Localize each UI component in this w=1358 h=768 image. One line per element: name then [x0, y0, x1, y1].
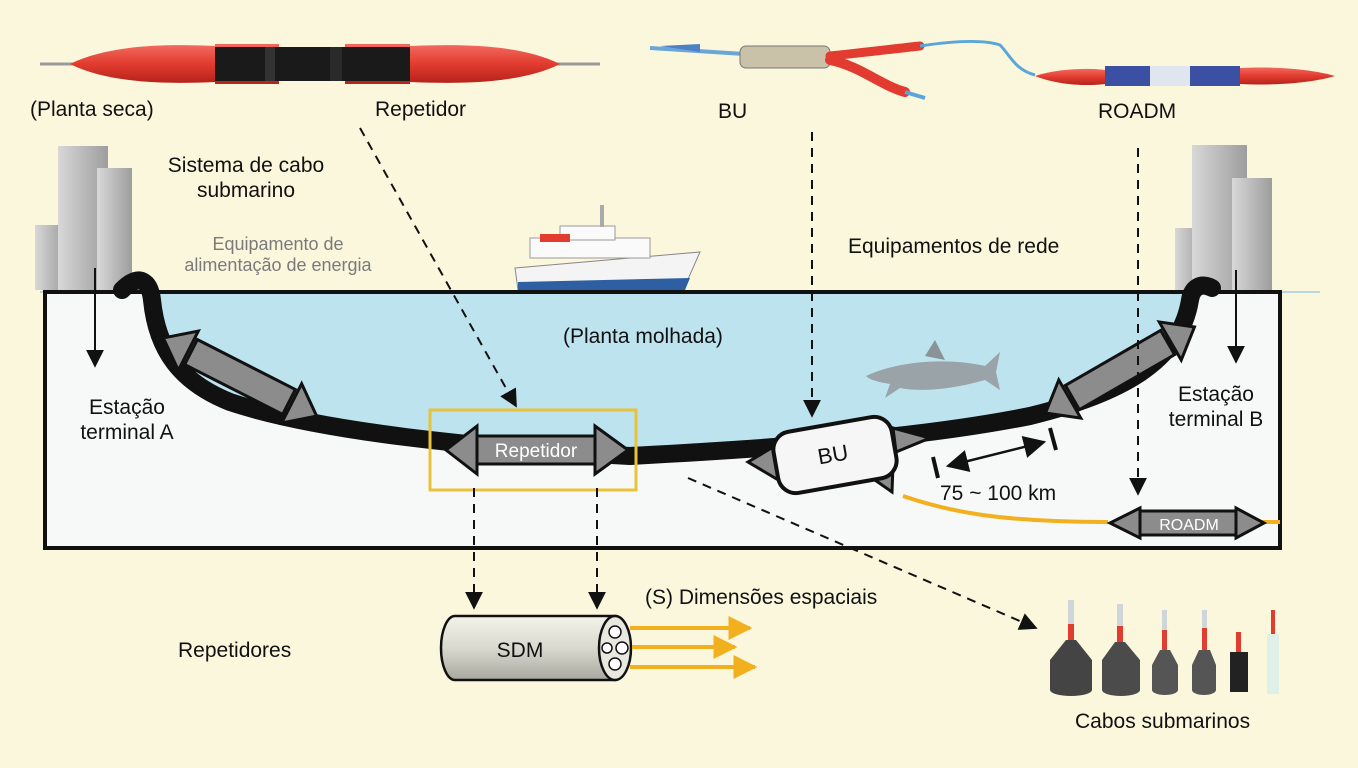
repeater-top-label: Repetidor: [375, 98, 467, 121]
branch-fiber: [902, 494, 1109, 524]
spatial-dimensions-label: (S) Dimensões espaciais: [645, 586, 878, 609]
repeater-in-cable: [443, 422, 631, 478]
shark-image: [866, 340, 1000, 398]
sdm-label: SDM: [497, 639, 544, 662]
repeater-in-cable-label: Repetidor: [495, 441, 578, 462]
station-a-label: Estação terminal A: [56, 396, 198, 446]
system-label-line1: Sistema de cabo: [167, 154, 325, 177]
amplifier-left: [161, 328, 319, 426]
power-equipment-label: Equipamento de alimentação de energia: [166, 234, 390, 276]
cables-label: Cabos submarinos: [1075, 710, 1251, 733]
system-label: Sistema de cabo submarino: [146, 154, 346, 204]
dry-plant-repeater-image: [40, 44, 600, 84]
sdm-cylinder: [439, 614, 633, 682]
distance-indicator: [931, 427, 1058, 479]
roadm-box-label: ROADM: [1159, 517, 1219, 534]
spatial-dimension-arrows: [630, 616, 758, 679]
power-label-line1: Equipamento de: [212, 234, 344, 254]
network-equipment-label: Equipamentos de rede: [848, 235, 1060, 258]
dry-plant-label: (Planta seca): [30, 98, 154, 121]
seabed-frame: [43, 290, 1282, 550]
roadm-image: [1035, 66, 1335, 86]
wet-plant-label: (Planta molhada): [563, 325, 723, 348]
station-a-line1: Estação: [89, 396, 165, 419]
roadm-top-label: ROADM: [1098, 100, 1177, 123]
amplifier-right: [1043, 320, 1197, 420]
seabed-area: [45, 292, 1280, 548]
station-b-building: [1175, 145, 1272, 290]
station-b-label: Estação terminal B: [1150, 383, 1282, 433]
station-a-line2: terminal A: [80, 420, 174, 444]
system-label-line2: submarino: [196, 178, 296, 202]
station-b-line2: terminal B: [1168, 407, 1264, 431]
bu-box-label: BU: [816, 440, 850, 470]
repeaters-label: Repetidores: [178, 639, 292, 662]
station-b-line1: Estação: [1178, 383, 1254, 406]
distance-label: 75 ~ 100 km: [940, 482, 1057, 505]
repeater-highlight-box: [428, 408, 638, 492]
sea-area: [152, 292, 1188, 452]
bu-top-label: BU: [718, 100, 748, 123]
bu-image: [649, 39, 1036, 100]
station-a-building: [35, 146, 132, 290]
bu-unit: [745, 414, 935, 496]
ship-image: [514, 205, 701, 291]
power-label-line2: alimentação de energia: [184, 255, 372, 276]
repeater-dashed-arrow: [359, 127, 517, 408]
submarine-cables-image: [1050, 600, 1279, 696]
roadm-unit: [1106, 505, 1268, 541]
